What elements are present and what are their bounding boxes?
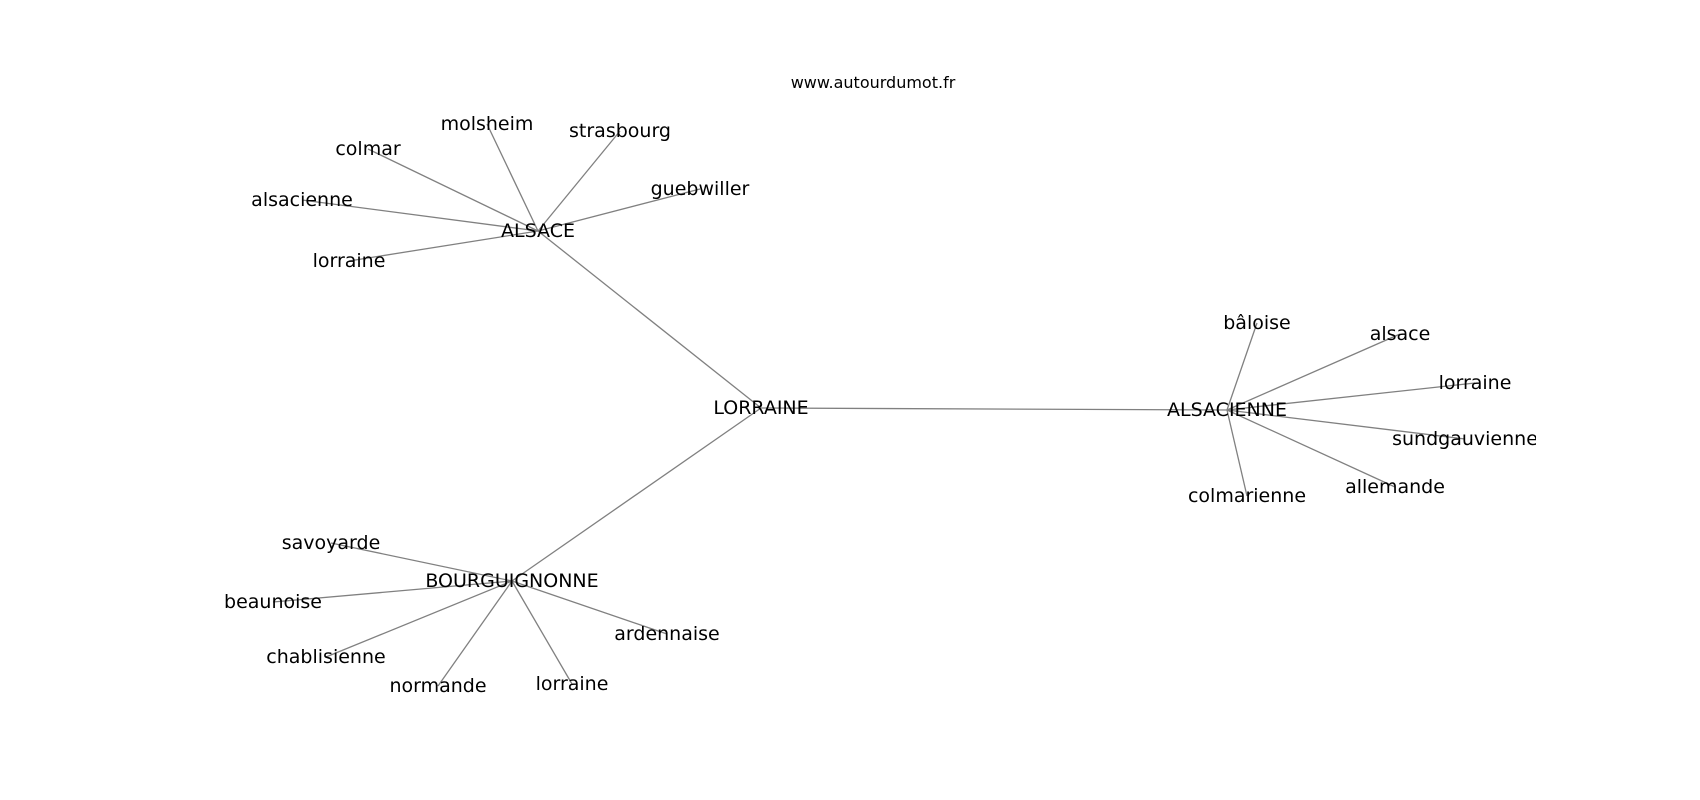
edges <box>272 123 1476 687</box>
edge-word-link <box>511 580 573 685</box>
word-node-label: lorraine <box>313 250 386 272</box>
word-node-label: molsheim <box>441 113 534 135</box>
word-node-label: chablisienne <box>266 646 385 668</box>
word-node-label: guebwiller <box>651 178 750 200</box>
word-node-label: colmar <box>335 138 401 160</box>
edge-word-link <box>437 580 513 687</box>
word-node-label: sundgauvienne <box>1392 428 1538 450</box>
edge-word-link <box>272 580 513 603</box>
word-node-label: lorraine <box>1439 372 1512 394</box>
hub-node-label: ALSACIENNE <box>1167 399 1287 421</box>
word-node-label: strasbourg <box>569 120 671 142</box>
edge-word-link <box>1226 333 1401 411</box>
edge-word-link <box>325 580 513 658</box>
edge-word-link <box>486 123 539 232</box>
edge-hub-link <box>511 407 762 582</box>
word-node-label: bâloise <box>1223 312 1290 334</box>
edge-word-link <box>537 188 701 232</box>
edge-hub-link <box>760 407 1228 411</box>
edge-word-link <box>511 580 668 635</box>
word-node-label: alsacienne <box>251 189 353 211</box>
edge-word-link <box>1226 409 1248 497</box>
edge-word-link <box>330 542 513 582</box>
edge-word-link <box>1226 382 1476 411</box>
hub-node-label: LORRAINE <box>713 397 808 419</box>
word-node-label: savoyarde <box>282 532 381 554</box>
hub-node-label: BOURGUIGNONNE <box>425 570 598 592</box>
edge-word-link <box>1226 409 1466 440</box>
site-watermark: www.autourdumot.fr <box>791 73 956 92</box>
edge-word-link <box>367 148 539 232</box>
edge-word-link <box>301 199 539 232</box>
word-node-label: colmarienne <box>1188 485 1306 507</box>
word-node-label: beaunoise <box>224 591 322 613</box>
word-node-label: lorraine <box>536 673 609 695</box>
edge-word-link <box>1226 322 1258 411</box>
edge-word-link <box>1226 409 1396 488</box>
nodes: LORRAINE ALSACE ALSACIENNE BOURGUIGNONNE mol… <box>224 113 1538 697</box>
word-node-label: alsace <box>1370 323 1431 345</box>
hub-node-label: ALSACE <box>501 220 575 242</box>
edge-word-link <box>348 230 539 262</box>
edge-hub-link <box>537 230 762 409</box>
word-node-label: normande <box>389 675 486 697</box>
word-node-label: ardennaise <box>614 623 719 645</box>
word-node-label: allemande <box>1345 476 1445 498</box>
edge-word-link <box>537 130 621 232</box>
